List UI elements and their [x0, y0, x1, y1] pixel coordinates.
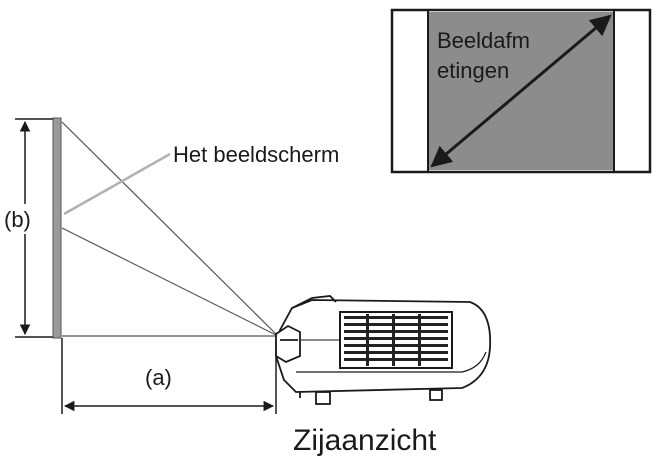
view-caption: Zijaanzicht — [293, 424, 437, 457]
screen-pointer-line — [63, 152, 171, 216]
beam-middle — [61, 227, 279, 337]
projection-beams — [61, 121, 279, 337]
diagonal-label-line1: Beeldafm — [437, 28, 530, 53]
screen-label: Het beeldscherm — [173, 142, 339, 167]
diagonal-label-line2: etingen — [437, 58, 509, 83]
screen-size-inset: Beeldafm etingen — [390, 8, 652, 174]
beam-top — [61, 121, 279, 337]
projection-screen — [52, 117, 62, 339]
projector-side-icon — [275, 295, 492, 405]
height-label: (b) — [4, 207, 31, 232]
distance-label: (a) — [145, 365, 172, 390]
diagonal-arrow-icon — [430, 14, 612, 168]
